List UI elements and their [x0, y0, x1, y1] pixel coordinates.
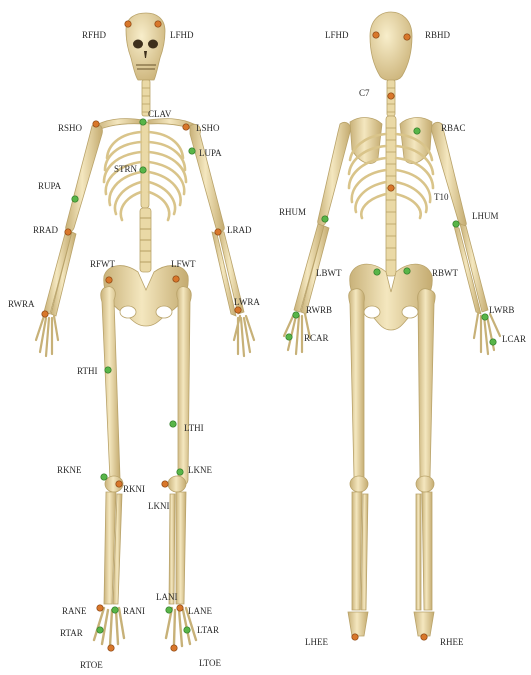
- marker-rrad: [65, 229, 71, 235]
- label-lani: LANI: [156, 592, 178, 602]
- label-rhum: RHUM: [279, 207, 306, 217]
- label-rsho: RSHO: [58, 123, 83, 133]
- label-rbwt: RBWT: [432, 268, 459, 278]
- marker-rwrb: [293, 312, 299, 318]
- label-lhum: LHUM: [472, 211, 499, 221]
- marker-rtoe: [108, 645, 114, 651]
- marker-rani: [112, 607, 118, 613]
- label-rfwt: RFWT: [90, 259, 116, 269]
- marker-rsho: [93, 121, 99, 127]
- label-rane: RANE: [62, 606, 87, 616]
- label-lkne: LKNE: [188, 465, 212, 475]
- label-rbhd: RBHD: [425, 30, 451, 40]
- label-lhee: LHEE: [305, 637, 328, 647]
- marker-t10: [388, 185, 394, 191]
- front-skeleton: [36, 13, 254, 646]
- label-ltoe: LTOE: [199, 658, 222, 668]
- label-lfhd: LFHD: [170, 30, 194, 40]
- marker-lsho: [183, 124, 189, 130]
- marker-lhum: [453, 221, 459, 227]
- marker-rbwt: [404, 268, 410, 274]
- label-lthi: LTHI: [184, 423, 204, 433]
- label-lkni: LKNI: [148, 501, 170, 511]
- marker-rbhd: [404, 34, 410, 40]
- marker-clav: [140, 119, 146, 125]
- marker-rkne: [101, 474, 107, 480]
- back-skeleton: [284, 12, 500, 636]
- label-rhee: RHEE: [440, 637, 464, 647]
- marker-lrad: [215, 229, 221, 235]
- marker-rtar: [97, 627, 103, 633]
- label-rwra: RWRA: [8, 299, 35, 309]
- marker-lcar: [490, 339, 496, 345]
- marker-rfwt: [106, 277, 112, 283]
- label-back-lfhd: LFHD: [325, 30, 349, 40]
- marker-lbwt: [374, 269, 380, 275]
- marker-rwra: [42, 311, 48, 317]
- label-strn: STRN: [114, 164, 138, 174]
- marker-lwrb: [482, 314, 488, 320]
- label-t10: T10: [434, 192, 449, 202]
- label-lcar: LCAR: [502, 334, 526, 344]
- label-rrad: RRAD: [33, 225, 59, 235]
- marker-lani: [166, 607, 172, 613]
- label-ltar: LTAR: [197, 625, 219, 635]
- marker-rfhd: [125, 21, 131, 27]
- label-rbac: RBAC: [441, 123, 466, 133]
- label-rkne: RKNE: [57, 465, 82, 475]
- label-lupa: LUPA: [199, 148, 222, 158]
- marker-rane: [97, 605, 103, 611]
- marker-rkni: [116, 481, 122, 487]
- label-lbwt: LBWT: [316, 268, 342, 278]
- marker-lane: [177, 605, 183, 611]
- label-rani: RANI: [123, 606, 145, 616]
- marker-lkne: [177, 469, 183, 475]
- label-lwra: LWRA: [234, 297, 260, 307]
- label-lane: LANE: [188, 606, 212, 616]
- label-rwrb: RWRB: [306, 305, 332, 315]
- marker-c7: [388, 93, 394, 99]
- label-lfwt: LFWT: [171, 259, 196, 269]
- label-lrad: LRAD: [227, 225, 252, 235]
- label-rcar: RCAR: [304, 333, 329, 343]
- label-rupa: RUPA: [38, 181, 62, 191]
- label-rtar: RTAR: [60, 628, 83, 638]
- label-clav: CLAV: [148, 109, 172, 119]
- label-layer: RFHD LFHD CLAV RSHO LSHO LUPA STRN RUPA …: [8, 30, 526, 670]
- marker-rhee: [421, 634, 427, 640]
- marker-ltar: [184, 627, 190, 633]
- marker-rthi: [105, 367, 111, 373]
- label-c7: C7: [359, 88, 370, 98]
- marker-back-lfhd: [373, 32, 379, 38]
- label-rthi: RTHI: [77, 366, 97, 376]
- marker-rbac: [414, 128, 420, 134]
- label-rkni: RKNI: [123, 484, 145, 494]
- marker-lthi: [170, 421, 176, 427]
- marker-lfhd: [155, 21, 161, 27]
- marker-lkni: [162, 481, 168, 487]
- marker-ltoe: [171, 645, 177, 651]
- marker-lupa: [189, 148, 195, 154]
- label-lwrb: LWRB: [489, 305, 514, 315]
- label-rtoe: RTOE: [80, 660, 103, 670]
- label-lsho: LSHO: [196, 123, 220, 133]
- marker-rupa: [72, 196, 78, 202]
- label-rfhd: RFHD: [82, 30, 107, 40]
- marker-lwra: [235, 307, 241, 313]
- marker-rcar: [286, 334, 292, 340]
- marker-lhee: [352, 634, 358, 640]
- marker-strn: [140, 167, 146, 173]
- marker-rhum: [322, 216, 328, 222]
- back-skull: [370, 12, 412, 81]
- marker-lfwt: [173, 276, 179, 282]
